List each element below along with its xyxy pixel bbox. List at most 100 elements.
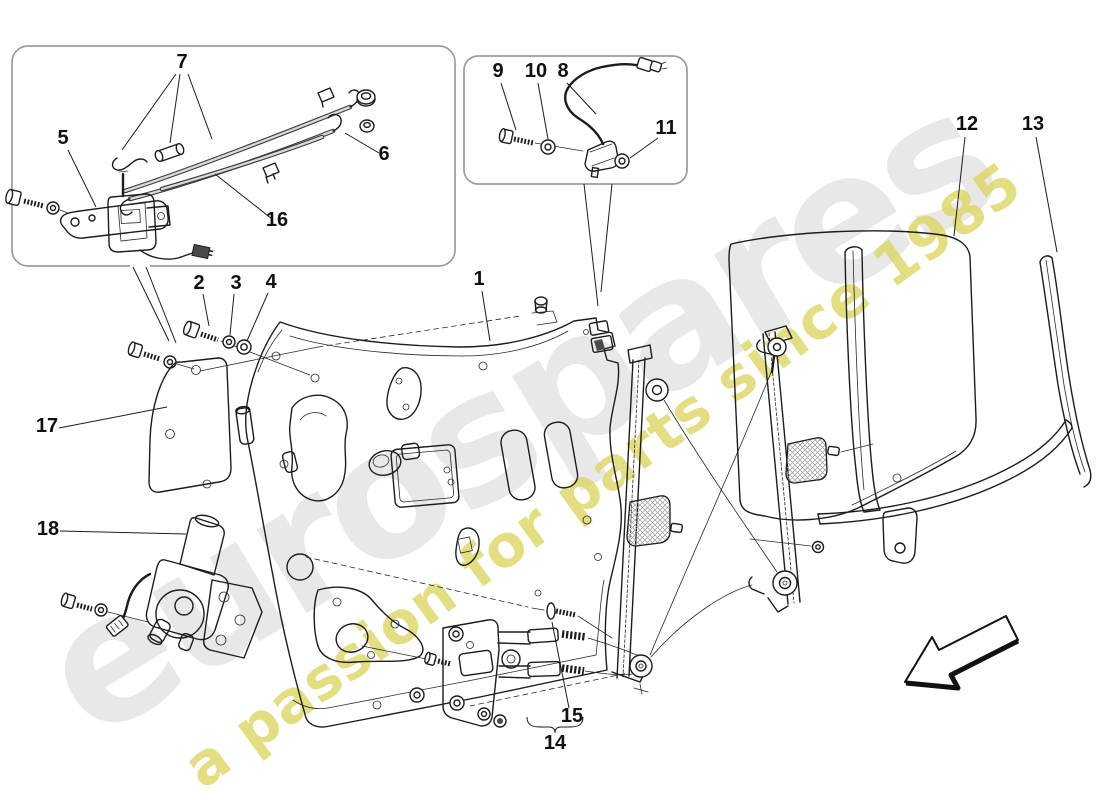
door-hole-round bbox=[286, 553, 314, 581]
axis-line-dashed bbox=[317, 315, 521, 348]
washer-4 bbox=[236, 339, 252, 355]
rod-clip-top bbox=[317, 87, 335, 108]
s-hook-clip bbox=[111, 157, 148, 171]
motor-gear-housing bbox=[155, 589, 205, 639]
regulator-cable bbox=[650, 584, 753, 658]
callout-1: 1 bbox=[473, 268, 484, 290]
rod-end-hook bbox=[119, 198, 133, 216]
lower-reinforcement bbox=[313, 586, 424, 664]
cable-bracket bbox=[409, 602, 613, 734]
washer bbox=[409, 687, 425, 703]
speaker-opening bbox=[390, 444, 460, 508]
door-small-holes bbox=[271, 351, 602, 710]
inset-a-pointer-line bbox=[145, 266, 177, 344]
assembly-line-dashed bbox=[305, 556, 529, 608]
door-hole-front bbox=[288, 394, 348, 502]
rail-top-bracket bbox=[627, 344, 653, 364]
callout-15: 15 bbox=[561, 705, 583, 727]
rod-clip-mid bbox=[262, 162, 280, 184]
inset-b-pointer-line bbox=[583, 183, 599, 307]
bracket-crank bbox=[458, 631, 531, 679]
glass-edge-line bbox=[851, 450, 957, 506]
inset-b-border bbox=[463, 55, 688, 185]
grommets bbox=[356, 89, 376, 133]
callout-16: 16 bbox=[266, 209, 288, 231]
glass-run-channel bbox=[817, 255, 1092, 525]
rear-bottom-pulley bbox=[772, 570, 798, 596]
bolt-2 bbox=[182, 320, 219, 343]
washer-3 bbox=[222, 335, 236, 349]
latch-base-bracket bbox=[59, 200, 169, 239]
door-outline bbox=[245, 317, 623, 728]
callout-3: 3 bbox=[230, 272, 241, 294]
callout-6: 6 bbox=[378, 143, 389, 165]
callout-11: 11 bbox=[655, 117, 676, 139]
callout-9: 9 bbox=[492, 60, 503, 82]
callout-18: 18 bbox=[37, 518, 59, 540]
door-openings bbox=[286, 367, 579, 664]
callout-10: 10 bbox=[525, 60, 547, 82]
regulator-cable bbox=[649, 369, 773, 656]
sensor-cable bbox=[564, 63, 642, 146]
flag-panel-outline bbox=[148, 357, 232, 493]
latch-body bbox=[107, 193, 157, 253]
glass-outline bbox=[728, 230, 977, 521]
direction-arrow-shadow-edge bbox=[905, 638, 1020, 691]
callout-8: 8 bbox=[557, 60, 568, 82]
washer bbox=[477, 707, 491, 721]
motor-mount-plate bbox=[203, 579, 263, 659]
callout-4: 4 bbox=[265, 271, 277, 293]
glass-front-channel bbox=[844, 246, 881, 513]
front-slider-block bbox=[626, 495, 671, 547]
assembly-line-dashed bbox=[469, 672, 629, 707]
latch-wire bbox=[139, 249, 197, 260]
latch-side-plate bbox=[146, 205, 171, 228]
door-inner-lower bbox=[292, 579, 605, 709]
axis-line bbox=[361, 645, 437, 662]
adjuster-screw-15 bbox=[531, 602, 613, 639]
callout-13: 13 bbox=[1022, 113, 1044, 135]
spacer-sleeve bbox=[154, 142, 185, 163]
handle-cup bbox=[455, 527, 480, 567]
callout-2: 2 bbox=[193, 272, 204, 294]
callout-leader-lines bbox=[58, 73, 1058, 709]
motor-bolt bbox=[60, 592, 149, 623]
door-panel bbox=[199, 296, 629, 728]
callout-12: 12 bbox=[956, 113, 978, 135]
callout-labels: 1 2 3 4 5 6 7 8 9 10 11 12 13 14 15 16 1… bbox=[36, 51, 1044, 754]
sensor-washer bbox=[540, 139, 556, 155]
sensor-cable-connector bbox=[636, 56, 668, 73]
inset-box-latch-rods bbox=[5, 45, 456, 344]
direction-arrow-icon bbox=[904, 615, 1020, 691]
cable-adjusters bbox=[527, 627, 587, 678]
washer bbox=[811, 540, 825, 554]
inset-box-sensor bbox=[463, 55, 688, 307]
motor-connector bbox=[105, 615, 129, 637]
regulator-cable bbox=[663, 399, 778, 573]
pocket-slot bbox=[500, 429, 536, 501]
bracket-bolt bbox=[424, 651, 452, 667]
callout-7: 7 bbox=[176, 51, 187, 73]
window-motor bbox=[60, 514, 263, 659]
inset-b-pointer-line bbox=[600, 183, 613, 293]
callout-5: 5 bbox=[57, 127, 68, 149]
sensor-nut bbox=[614, 153, 630, 169]
sensor-body bbox=[584, 140, 619, 179]
group-brace-14 bbox=[526, 716, 584, 734]
door-inner-sill bbox=[289, 330, 569, 357]
rod-end-hook bbox=[327, 113, 342, 132]
window-regulator bbox=[584, 325, 874, 695]
latch-connector bbox=[191, 243, 214, 260]
regulator-rear-rail bbox=[748, 325, 874, 613]
pocket-slot bbox=[543, 421, 579, 489]
window-glass-group bbox=[728, 230, 1092, 564]
inset-a-pointer-line bbox=[132, 266, 170, 342]
regulator-front-rail bbox=[611, 344, 683, 695]
washer bbox=[46, 201, 60, 215]
bracket-plate bbox=[442, 619, 500, 727]
door-latch-assembly bbox=[59, 170, 214, 260]
mirror-bolt bbox=[127, 341, 195, 370]
front-fixings bbox=[127, 320, 252, 493]
